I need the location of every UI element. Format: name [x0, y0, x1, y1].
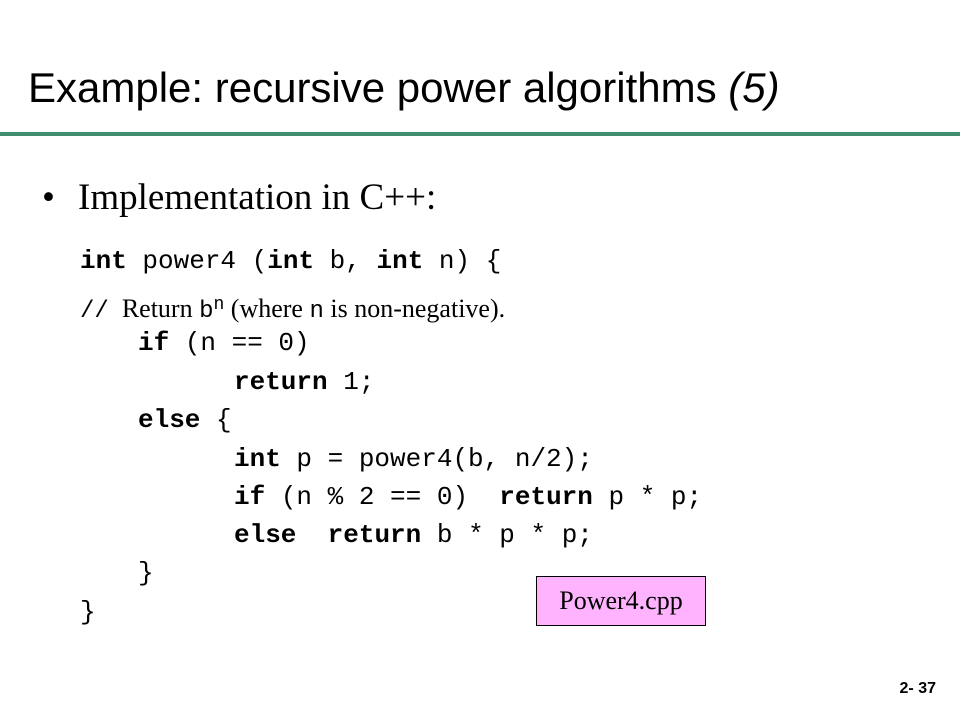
slide-title-main: Example: recursive power algorithms — [28, 64, 729, 111]
bullet-item: • Implementation in C++: — [42, 176, 436, 220]
code-keyword: if — [234, 482, 266, 512]
bullet-text: Implementation in C++: — [78, 177, 437, 218]
code-keyword: int — [80, 246, 127, 276]
comment-text: Return — [108, 294, 200, 323]
code-keyword: return — [327, 520, 422, 550]
code-line-3: if (n == 0) — [138, 328, 310, 358]
code-line-10: } — [80, 597, 96, 627]
code-line-4: return 1; — [234, 367, 374, 397]
code-keyword: if — [138, 328, 170, 358]
title-divider — [0, 132, 960, 136]
slide-title: Example: recursive power algorithms (5) — [28, 64, 780, 112]
code-text: power4 ( — [126, 246, 268, 276]
code-line-6: int p = power4(b, n/2); — [234, 444, 593, 474]
code-text: { — [200, 405, 232, 435]
code-text — [296, 520, 327, 550]
code-text: 1; — [327, 367, 375, 397]
comment-text: (where — [224, 294, 310, 323]
code-comment-line: // Return bn (where n is non-negative). — [80, 290, 505, 327]
code-text: } — [138, 558, 154, 588]
comment-exponent: n — [213, 295, 225, 315]
code-line-5: else { — [138, 405, 232, 435]
comment-slashes: // — [80, 298, 109, 325]
code-line-1: int power4 (int b, int n) { — [80, 246, 501, 276]
bullet-dot: • — [42, 177, 55, 218]
code-text: b * p * p; — [421, 520, 593, 550]
comment-var-n: n — [309, 298, 324, 325]
code-text: p * p; — [592, 482, 703, 512]
code-line-8: else return b * p * p; — [234, 520, 593, 550]
code-line-9: } — [138, 558, 154, 588]
code-keyword: int — [234, 444, 281, 474]
code-keyword: int — [376, 246, 424, 276]
code-keyword: return — [234, 367, 328, 397]
code-keyword: else — [234, 520, 297, 550]
filename-label: Power4.cpp — [536, 576, 706, 626]
comment-var-b: b — [199, 298, 214, 325]
code-text: } — [80, 597, 96, 627]
code-keyword: else — [138, 405, 201, 435]
code-text: (n == 0) — [169, 328, 310, 358]
code-text: b, — [314, 246, 377, 276]
comment-text: is non-negative). — [323, 294, 506, 323]
code-keyword: int — [267, 246, 315, 276]
slide-title-number: (5) — [728, 64, 780, 111]
code-keyword: return — [499, 482, 593, 512]
page-number: 2- 37 — [899, 680, 936, 697]
code-text: p = power4(b, n/2); — [280, 444, 593, 474]
code-text: (n % 2 == 0) — [265, 482, 500, 512]
code-text: n) { — [423, 246, 502, 276]
code-line-7: if (n % 2 == 0) return p * p; — [234, 482, 702, 512]
